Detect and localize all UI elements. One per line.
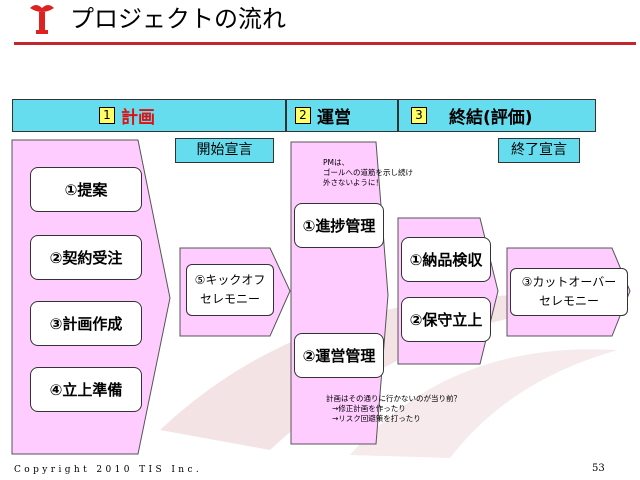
pm-note-line-3: 外さないように！ [323,178,383,187]
phase-number-badge: 3 [411,107,427,124]
closing-step-maintenance: ②保守立上 [401,297,491,342]
pm-note: PMは、 ゴールへの道筋を示し続け 外さないように！ [323,158,413,188]
cutover-line-1: ③カットオーバー [521,275,617,289]
phase-number-badge: 2 [295,107,311,124]
closing-step-acceptance: ①納品検収 [401,237,491,282]
phase-header-closing: 3 終結(評価) [398,99,596,132]
plan-note-line-1: 計画はその通りに行かないのが当り前？ [326,394,461,403]
phase-header-plan: 1 計画 [12,99,286,132]
phase-label-operation: 運営 [317,108,351,128]
cutover-line-2: セレモニー [538,294,599,308]
kickoff-line-2: セレモニー [199,292,260,306]
kickoff-ceremony-card: ⑤キックオフ セレモニー [186,264,274,316]
pm-note-line-1: PMは、 [323,158,349,167]
plan-note-line-2: →修正計画を作ったり [332,404,406,413]
start-declaration-label: 開始宣言 [175,138,274,163]
watermark-swoosh [160,295,618,458]
torch-logo-icon [30,5,54,34]
phase-number-badge: 1 [99,107,115,124]
title-divider [14,42,636,45]
page-number: 53 [592,463,605,474]
plan-step-preparation: ④立上準備 [30,367,142,412]
kickoff-line-1: ⑤キックオフ [194,273,266,287]
operation-step-management: ②運営管理 [294,333,384,378]
page-title: プロジェクトの流れ [70,5,286,33]
plan-step-proposal: ①提案 [30,167,142,212]
copyright-footer: Copyright 2010 TIS Inc. [14,465,203,475]
end-declaration-label: 終了宣言 [498,138,580,163]
pm-note-line-2: ゴールへの道筋を示し続け [323,168,413,177]
phase-label-plan: 計画 [121,108,155,128]
cutover-ceremony-card: ③カットオーバー セレモニー [510,268,628,316]
plan-step-planning: ③計画作成 [30,301,142,346]
plan-note: 計画はその通りに行かないのが当り前？ →修正計画を作ったり →リスク回避策を打っ… [326,394,461,424]
phase-label-closing: 終結(評価) [449,108,533,128]
plan-note-line-3: →リスク回避策を打ったり [332,414,421,423]
phase-header-operation: 2 運営 [286,99,398,132]
plan-step-contract: ②契約受注 [30,235,142,280]
operation-step-progress: ①進捗管理 [294,203,384,248]
